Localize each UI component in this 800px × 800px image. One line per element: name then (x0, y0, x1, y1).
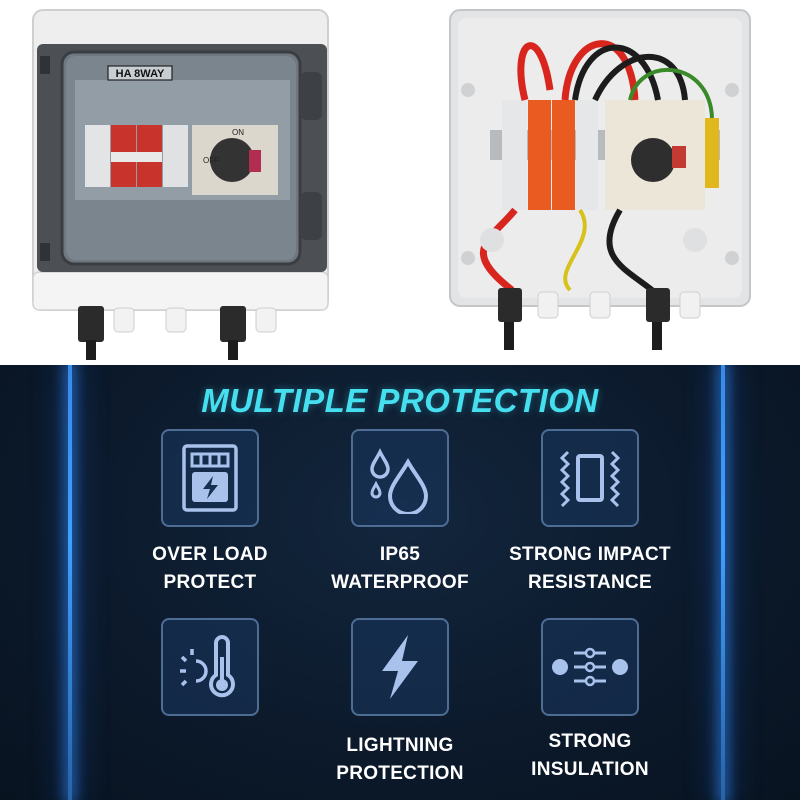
feature-tile (351, 429, 449, 527)
open-box-photo (400, 0, 800, 365)
closed-box-photo: HA 8WAY OFF ON (0, 0, 400, 365)
feature-tile (351, 618, 449, 716)
insulation-icon (552, 647, 628, 687)
right-glow-line (721, 365, 725, 800)
feature-tile (541, 618, 639, 716)
svg-text:ON: ON (232, 128, 244, 137)
feature-tile (161, 618, 259, 716)
feature-temperature (110, 618, 310, 730)
overload-meter-icon (182, 444, 238, 512)
impact-resistance-icon (559, 450, 621, 508)
front-box-label: HA 8WAY (116, 68, 165, 80)
feature-tile (161, 429, 259, 527)
lightning-icon (382, 635, 418, 699)
left-glow-line (68, 365, 72, 800)
temperature-icon (180, 635, 235, 698)
feature-tile (541, 429, 639, 527)
product-photos: HA 8WAY OFF ON (0, 0, 800, 365)
water-drops-icon (370, 448, 429, 514)
banner-title: MULTIPLE PROTECTION (201, 382, 599, 419)
svg-text:OFF: OFF (203, 156, 219, 165)
